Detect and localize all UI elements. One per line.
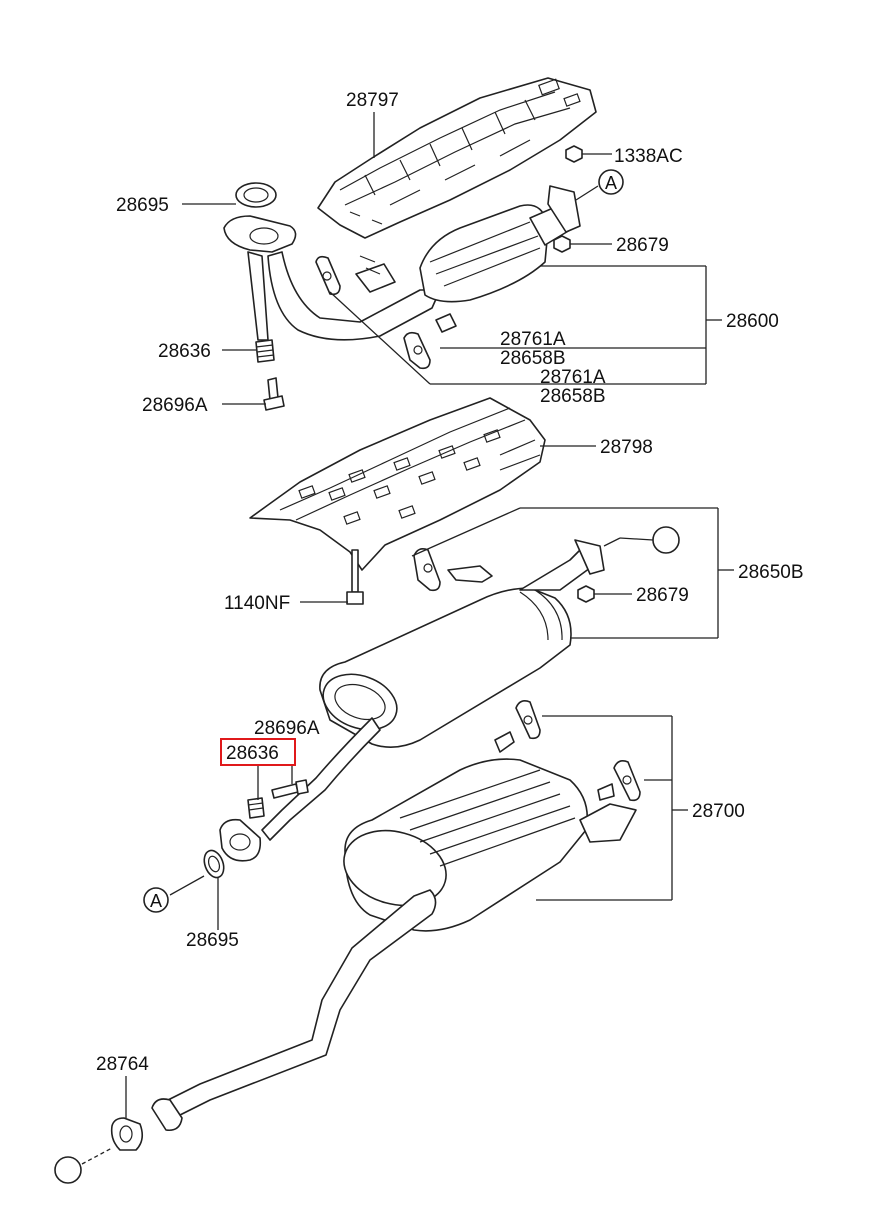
gasket-28695-bottom[interactable] bbox=[201, 848, 227, 880]
hanger-center[interactable] bbox=[413, 548, 441, 592]
label-28764: 28764 bbox=[96, 1054, 149, 1075]
pipe-flange[interactable] bbox=[219, 818, 262, 862]
marker-a-bottom: A bbox=[143, 887, 169, 913]
spring-28636-mid[interactable] bbox=[247, 797, 265, 819]
hanger-rear-left[interactable] bbox=[515, 700, 541, 740]
front-pipe-catalytic-converter[interactable] bbox=[223, 185, 581, 341]
heat-shield-upper[interactable] bbox=[317, 77, 597, 239]
label-1140nf: 1140NF bbox=[224, 593, 290, 614]
spring-28636-top[interactable] bbox=[255, 339, 275, 363]
hanger-rear-right[interactable] bbox=[613, 760, 641, 802]
rear-muffler[interactable] bbox=[335, 731, 637, 932]
label-28797: 28797 bbox=[346, 90, 399, 111]
bolt-28696a-mid[interactable] bbox=[271, 779, 309, 799]
label-28761a-2: 28761A bbox=[540, 367, 606, 388]
label-28658b-1: 28658B bbox=[500, 348, 566, 369]
connector-marker-right bbox=[652, 526, 680, 554]
label-28798: 28798 bbox=[600, 437, 653, 458]
leader-lines bbox=[81, 112, 734, 1165]
label-28679-mid: 28679 bbox=[636, 585, 689, 606]
label-28695-top: 28695 bbox=[116, 195, 169, 216]
label-28700: 28700 bbox=[692, 801, 745, 822]
label-28636-mid: 28636 bbox=[226, 743, 279, 764]
tail-pipe[interactable] bbox=[151, 889, 437, 1132]
connector-marker-bottom bbox=[54, 1156, 82, 1184]
nut-28679-top[interactable] bbox=[553, 235, 571, 253]
label-28600: 28600 bbox=[726, 311, 779, 332]
label-28696a-top: 28696A bbox=[142, 395, 208, 416]
label-28761a-1: 28761A bbox=[500, 329, 566, 350]
heat-shield-lower[interactable] bbox=[249, 397, 546, 571]
nut-28679-mid[interactable] bbox=[577, 585, 595, 603]
center-muffler[interactable] bbox=[261, 539, 605, 841]
bolt-1140nf[interactable] bbox=[346, 549, 364, 605]
hanger-28761a-lower[interactable] bbox=[403, 313, 457, 370]
label-28636-top: 28636 bbox=[158, 341, 211, 362]
label-28650b: 28650B bbox=[738, 562, 804, 583]
label-28679-top: 28679 bbox=[616, 235, 669, 256]
svg-text:A: A bbox=[605, 173, 617, 193]
label-28658b-2: 28658B bbox=[540, 386, 606, 407]
label-28695-bottom: 28695 bbox=[186, 930, 239, 951]
label-28696a-mid: 28696A bbox=[254, 718, 320, 739]
nut-1338ac[interactable] bbox=[565, 145, 583, 163]
svg-text:A: A bbox=[150, 891, 162, 911]
marker-a-top: A bbox=[598, 169, 624, 195]
gasket-28695-top[interactable] bbox=[235, 182, 277, 208]
highlight-box-28636 bbox=[220, 738, 296, 766]
bolt-28696a-top[interactable] bbox=[263, 377, 285, 411]
hanger-28764[interactable] bbox=[110, 1117, 144, 1151]
hanger-28761a-upper[interactable] bbox=[315, 255, 341, 296]
label-1338ac: 1338AC bbox=[614, 146, 683, 167]
